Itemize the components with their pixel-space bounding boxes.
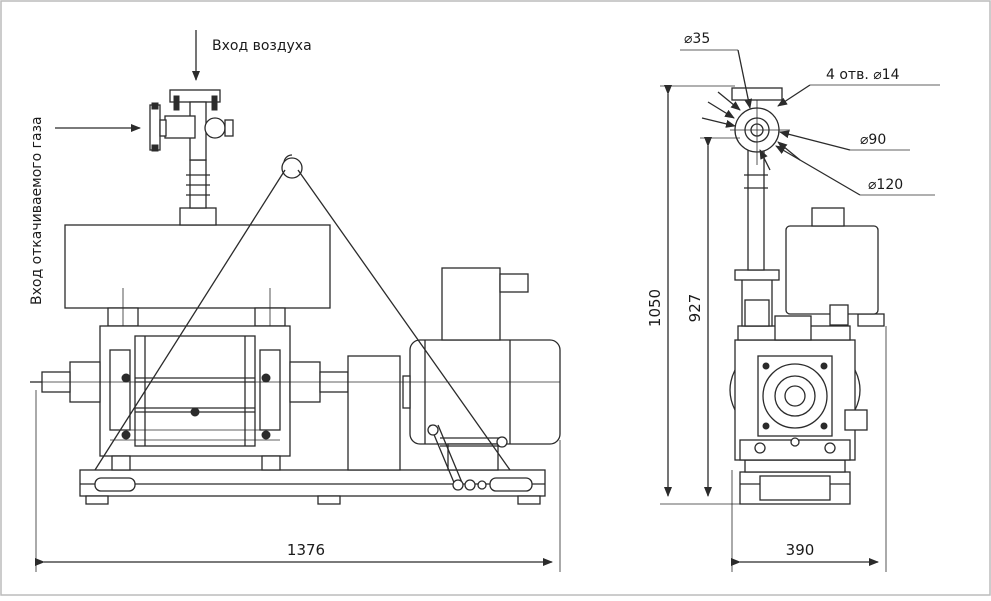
base-slot-left (94, 477, 136, 492)
end-view: ⌀35 4 отв. ⌀14 ⌀90 ⌀120 1050 927 390 (646, 31, 940, 572)
coupling-guard (347, 355, 401, 471)
gas-inlet-label: Вход откачиваемого газа (29, 116, 45, 305)
air-inlet-label: Вход воздуха (212, 38, 312, 54)
dim-height-axis-label: 927 (686, 294, 704, 323)
dim-d35-label: ⌀35 (684, 31, 710, 47)
dim-d90-label: ⌀90 (860, 132, 886, 148)
base-slot-right (489, 477, 533, 492)
dim-d120-label: ⌀120 (868, 177, 903, 193)
dim-height-total-label: 1050 (646, 289, 664, 327)
dim-holes-label: 4 отв. ⌀14 (826, 67, 900, 83)
motor-end (785, 225, 879, 315)
side-view: Вход воздуха Вход откачиваемого газа (29, 30, 561, 572)
dim-length-label: 1376 (287, 541, 325, 559)
dim-width-label: 390 (786, 541, 815, 559)
separator-tank (64, 224, 331, 309)
